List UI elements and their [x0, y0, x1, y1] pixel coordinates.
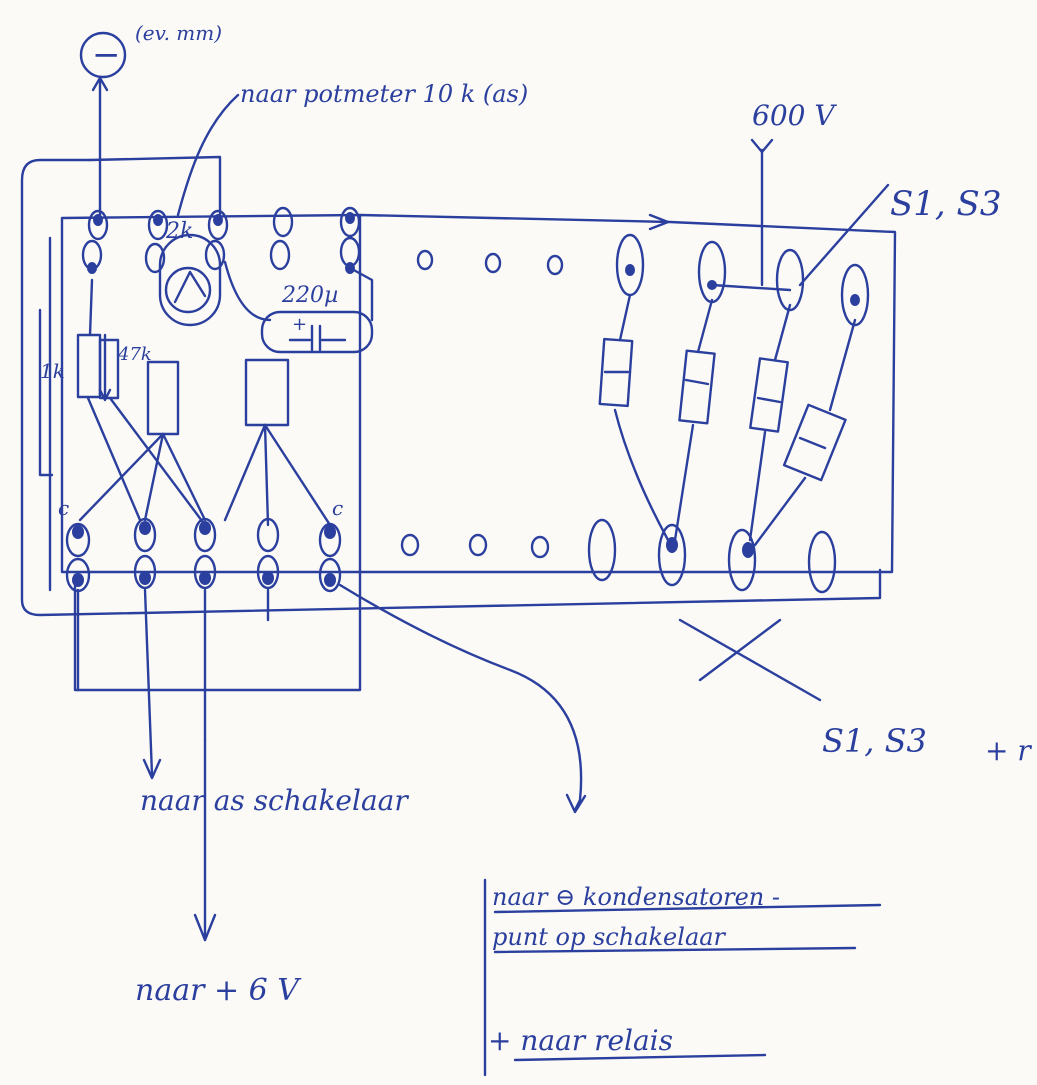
inner-left-frame	[48, 213, 362, 692]
bottom-lug-row-left	[65, 517, 342, 593]
pot-lead	[223, 260, 272, 322]
right-capacitors	[598, 293, 857, 547]
potmeter-pointer	[176, 93, 240, 217]
resistors-left: 1k 47k	[40, 278, 290, 436]
c-left-label: c	[58, 496, 69, 520]
potmeter-2k: 2k	[158, 219, 222, 327]
res-2k-label: 2k	[165, 219, 193, 244]
bottom-lugs-right	[587, 518, 837, 594]
wire-to-capacitor	[338, 583, 583, 812]
ground-note: (ev. mm)	[135, 21, 222, 45]
to-switch-label: naar as schakelaar	[140, 784, 409, 817]
s1s3-bottom-label: S1, S3	[822, 722, 927, 760]
cap-plus-label: +	[292, 314, 307, 335]
to-6v-label: naar + 6 V	[135, 973, 302, 1008]
board-arrow	[648, 213, 670, 231]
holes-top-row	[416, 249, 564, 276]
minus-terminal: −	[79, 31, 127, 79]
res-47k-label: 47k	[117, 344, 152, 365]
top-lug-row-left	[81, 206, 361, 274]
potmeter-note: naar potmeter 10 k (as)	[240, 80, 528, 108]
underline-1	[493, 903, 882, 914]
capacitor-220u: 220µ +	[260, 283, 374, 354]
res-1k-label: 1k	[40, 359, 65, 383]
left-wiring	[38, 308, 332, 527]
holes-bottom-row	[400, 533, 550, 559]
minus-sign: −	[92, 35, 121, 75]
cap-220u-label: 220µ	[281, 283, 338, 308]
to-capacitor-line1: naar ⊖ kondensatoren -	[492, 883, 780, 911]
c-right-label: c	[332, 496, 343, 520]
minus-arrow-head	[91, 76, 109, 92]
cap-lead	[348, 266, 374, 322]
right-top-lugs	[615, 233, 870, 327]
arrow-to-6v	[193, 913, 217, 942]
s1s3-bottom-pointer	[678, 618, 822, 702]
underline-3	[513, 1053, 767, 1062]
wire-to-switch	[143, 588, 154, 777]
outer-left-loop	[20, 158, 882, 617]
to-capacitor-line2: punt op schakelaar	[492, 923, 727, 951]
s1s3-bottom-suffix: + r	[985, 734, 1032, 767]
arrow-to-switch	[142, 758, 162, 780]
s1s3-top-label: S1, S3	[890, 184, 1001, 224]
arrow-to-capacitor	[565, 793, 587, 814]
s1s3-top-pointer	[798, 183, 890, 287]
voltage-arrow-head	[750, 138, 774, 154]
voltage-label: 600 V	[752, 99, 837, 132]
outer-top-link	[88, 155, 222, 217]
underline-2	[493, 946, 857, 954]
to-relay-label: + naar relais	[488, 1024, 673, 1057]
